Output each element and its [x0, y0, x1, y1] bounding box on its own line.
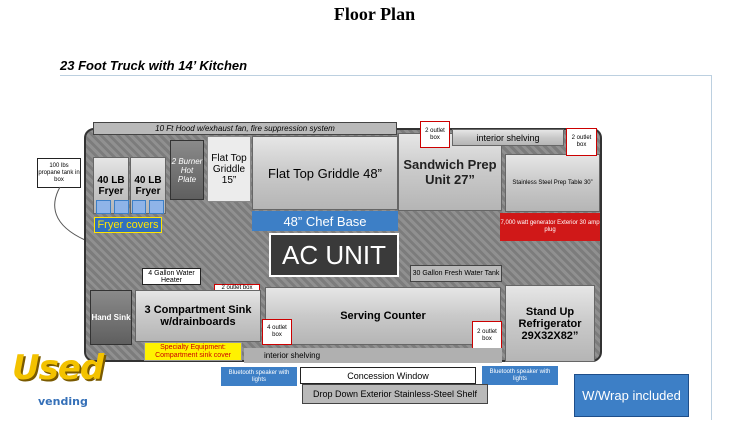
interior-shelving-bottom: interior shelving: [244, 348, 502, 363]
bluetooth-speaker-right: Bluetooth speaker with lights: [482, 366, 558, 385]
wrap-included-note: W/Wrap included: [574, 374, 689, 417]
fryer-basket-icon: [149, 200, 164, 214]
generator-note: 7,000 watt generator Exterior 30 amp plu…: [500, 213, 600, 241]
fryer-covers-label: Fryer covers: [94, 217, 162, 233]
fryer-basket-icon: [96, 200, 111, 214]
concession-window: Concession Window: [300, 367, 476, 384]
page-title: Floor Plan: [333, 4, 416, 24]
drop-down-shelf: Drop Down Exterior Stainless-Steel Shelf: [302, 384, 488, 404]
flat-top-griddle-48: Flat Top Griddle 48”: [252, 136, 398, 210]
hand-sink: Hand Sink: [90, 290, 132, 345]
water-heater: 4 Gallon Water Heater: [142, 268, 201, 285]
floor-plan-subtitle: 23 Foot Truck with 14’ Kitchen: [60, 58, 248, 73]
sandwich-prep-unit: Sandwich Prep Unit 27”: [398, 133, 502, 211]
hot-plate-burner: 2 Burner Hot Plate: [170, 140, 204, 200]
fryer-basket-row: [96, 200, 164, 214]
fryer-basket-icon: [113, 200, 129, 214]
propane-hose: [54, 186, 86, 241]
bluetooth-speaker-left: Bluetooth speaker with lights: [221, 367, 297, 386]
fryer-basket-icon: [131, 200, 147, 214]
frame-line-top: [60, 75, 712, 76]
interior-shelving-top: interior shelving: [452, 129, 564, 146]
prep-table: Stainless Steel Prep Table 30”: [505, 154, 600, 212]
logo-used: Used: [12, 348, 104, 388]
outlet-box-top-left: 2 outlet box: [420, 121, 450, 148]
exhaust-hood: 10 Ft Hood w/exhaust fan, fire suppressi…: [93, 122, 397, 135]
outlet-box-counter-left: 4 outlet box: [262, 319, 292, 345]
serving-counter: Serving Counter: [265, 287, 501, 345]
flat-top-griddle-15: Flat Top Griddle 15”: [207, 136, 251, 202]
fresh-water-tank: 30 Gallon Fresh Water Tank: [410, 265, 502, 282]
logo-vending: vending: [38, 395, 88, 408]
specialty-equipment-note: Specialty Equipment: Compartment sink co…: [144, 342, 242, 361]
ac-unit: AC UNIT: [269, 233, 399, 277]
outlet-box-counter-right: 2 outlet box: [472, 321, 502, 350]
chef-base: 48” Chef Base: [252, 211, 398, 231]
propane-tank: 100 lbs propane tank in box: [37, 158, 81, 188]
outlet-box-top-right: 2 outlet box: [566, 128, 597, 156]
frame-line-right: [711, 75, 712, 420]
refrigerator: Stand Up Refrigerator 29X32X82”: [505, 285, 595, 362]
compartment-sink: 3 Compartment Sink w/drainboards: [135, 290, 261, 342]
